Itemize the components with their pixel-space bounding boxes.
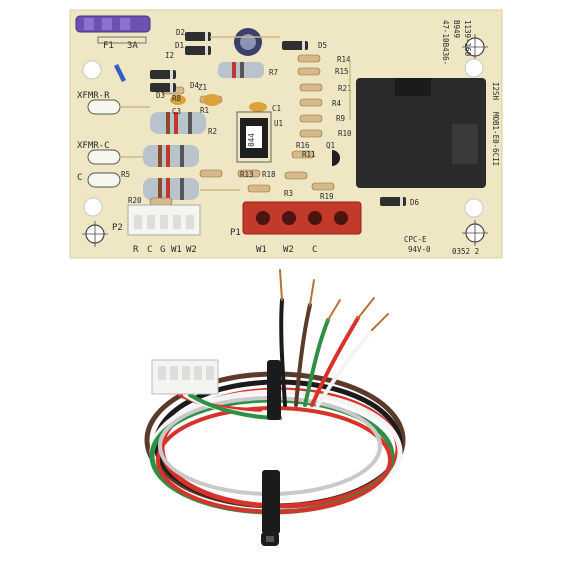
- svg-text:R9: R9: [336, 114, 345, 123]
- svg-text:R4: R4: [332, 99, 342, 108]
- chip-label: 044: [247, 133, 256, 147]
- svg-text:G: G: [160, 245, 165, 255]
- ic-chip: 044: [240, 118, 268, 158]
- svg-text:R20: R20: [128, 196, 142, 205]
- label-xfmr-r: XFMR-R: [77, 91, 110, 101]
- relay: [356, 78, 486, 188]
- label-c: C: [77, 173, 82, 183]
- svg-text:R13: R13: [240, 170, 254, 179]
- svg-text:W1: W1: [171, 245, 182, 255]
- svg-text:W2: W2: [186, 245, 197, 255]
- svg-text:R2: R2: [208, 127, 217, 136]
- svg-text:W2: W2: [283, 245, 294, 255]
- svg-text:U1: U1: [274, 119, 283, 128]
- svg-text:R1: R1: [200, 106, 209, 115]
- svg-text:R15: R15: [335, 67, 349, 76]
- fuse: [75, 15, 151, 33]
- svg-text:R5: R5: [121, 170, 130, 179]
- svg-text:D2: D2: [176, 28, 185, 37]
- label-xfmr-c: XFMR-C: [77, 141, 110, 151]
- vertical-markings: 1139-160 B949 47-10B436- I2SH MOB1-E0-6C…: [441, 20, 500, 166]
- control-board: F1 3A XFMR-R XFMR-C C: [69, 9, 503, 259]
- p2-name: P2: [112, 223, 123, 233]
- svg-text:D6: D6: [410, 198, 420, 207]
- svg-text:C3: C3: [172, 107, 181, 116]
- svg-text:1139-160: 1139-160: [463, 20, 472, 57]
- svg-text:R18: R18: [262, 170, 276, 179]
- cert-line-1: CPC-E: [404, 235, 427, 244]
- svg-text:R10: R10: [338, 129, 352, 138]
- svg-text:C1: C1: [272, 104, 281, 113]
- fuse-label-f1: F1: [103, 41, 114, 51]
- fuse-label-3a: 3A: [127, 41, 138, 51]
- harness-connector: [151, 359, 219, 395]
- cable-tie-icon: [261, 360, 281, 546]
- small-resistors: [149, 54, 335, 206]
- cert-line-2: 94V-0: [408, 245, 431, 254]
- p1-pin-labels: W1 W2 C: [256, 245, 317, 255]
- svg-text:W1: W1: [256, 245, 267, 255]
- connector-p1: [242, 201, 362, 235]
- svg-text:I2: I2: [165, 51, 174, 60]
- svg-text:Q1: Q1: [326, 141, 335, 150]
- large-resistors: [143, 112, 206, 200]
- svg-text:R19: R19: [320, 192, 334, 201]
- svg-text:47-10B436-: 47-10B436-: [441, 20, 450, 65]
- svg-text:C: C: [147, 245, 152, 255]
- svg-text:R3: R3: [284, 189, 293, 198]
- board-stamp: 0352 2: [452, 247, 479, 256]
- p2-pin-labels: R C G W1 W2: [133, 245, 197, 255]
- svg-text:D1: D1: [175, 41, 184, 50]
- diodes: [150, 32, 406, 206]
- svg-text:MOB1-E0-6CII: MOB1-E0-6CII: [491, 112, 500, 166]
- svg-text:R: R: [133, 245, 139, 255]
- capacitor: [234, 28, 262, 56]
- svg-text:R16: R16: [296, 141, 310, 150]
- svg-text:D3: D3: [156, 91, 165, 100]
- svg-text:R11: R11: [302, 150, 316, 159]
- component-labels: D2 D1 D3 D5 D4 D6 R14 R15 R21 R4 R9 R10 …: [121, 28, 420, 207]
- svg-text:R14: R14: [337, 55, 351, 64]
- svg-text:D5: D5: [318, 41, 327, 50]
- svg-text:Z1: Z1: [198, 83, 207, 92]
- p1-name: P1: [230, 228, 241, 238]
- svg-text:B949: B949: [452, 20, 461, 38]
- svg-text:D4: D4: [190, 81, 200, 90]
- svg-text:R21: R21: [338, 84, 352, 93]
- svg-text:I2SH: I2SH: [491, 82, 500, 101]
- svg-text:R8: R8: [172, 94, 182, 103]
- connector-p2: [127, 204, 201, 236]
- svg-text:C: C: [312, 245, 317, 255]
- svg-text:R7: R7: [269, 68, 278, 77]
